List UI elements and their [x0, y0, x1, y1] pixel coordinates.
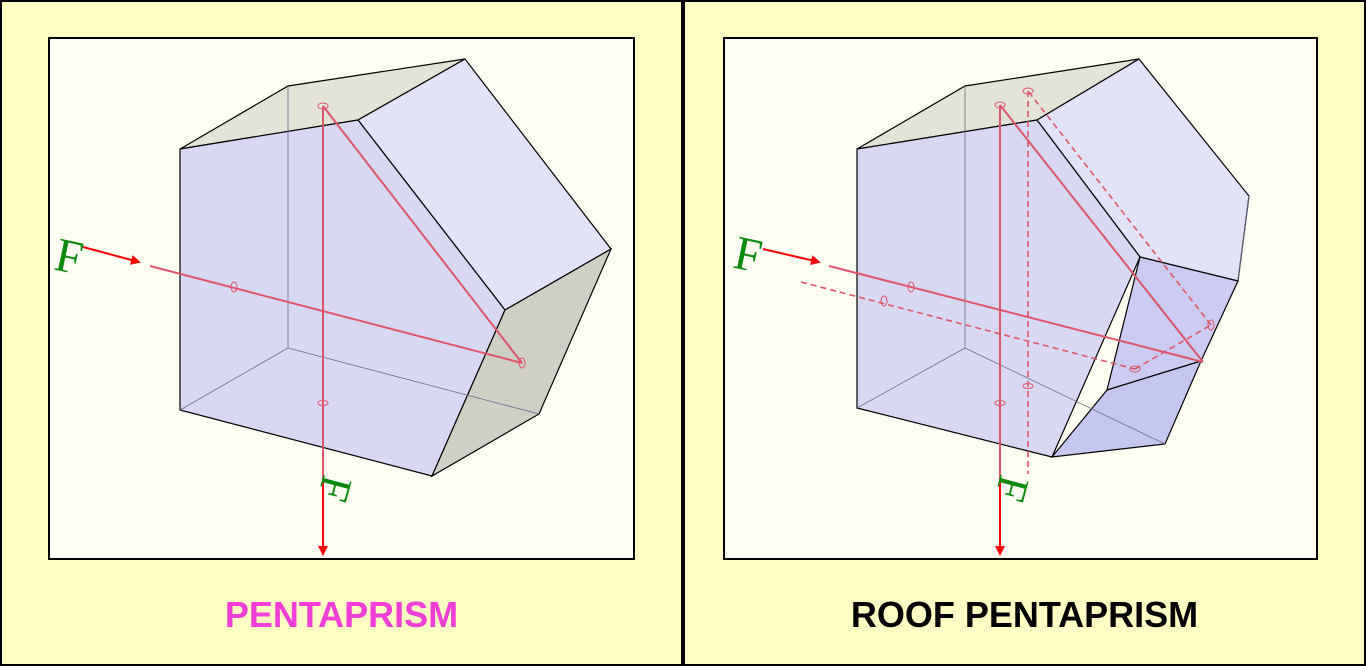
- roof-pentaprism-caption: ROOF PENTAPRISM: [850, 594, 1199, 635]
- roof-label-output-f: F: [985, 470, 1039, 506]
- roof-pentaprism-panel: F F ROOF PENTAPRISM: [685, 2, 1364, 664]
- roof-light-path: [828, 104, 1204, 479]
- roof-pentaprism-diagram: F F: [729, 58, 1250, 556]
- light-path: [149, 105, 523, 479]
- input-arrow: [82, 246, 141, 265]
- label-output-f: F: [308, 470, 362, 506]
- reflection-points: [230, 102, 526, 406]
- roof-light-path-dashed: [800, 90, 1212, 474]
- roof-prism-front-face: [856, 119, 1141, 458]
- pentaprism-diagram-frame: F F: [48, 37, 635, 560]
- pentaprism-diagram: F F: [50, 58, 613, 556]
- label-input-f: F: [50, 228, 87, 285]
- prism-hidden-edges: [179, 86, 540, 415]
- roof-prism-hidden-edges: [856, 86, 1250, 445]
- roof-reflection-points: [880, 87, 1215, 406]
- pentaprism-panel: F F PENTAPRISM: [2, 2, 681, 664]
- roof-pentaprism-diagram-frame: F F: [723, 37, 1318, 560]
- pentaprism-caption: PENTAPRISM: [224, 594, 459, 635]
- roof-label-input-f: F: [729, 226, 766, 283]
- roof-input-arrow: [762, 248, 821, 266]
